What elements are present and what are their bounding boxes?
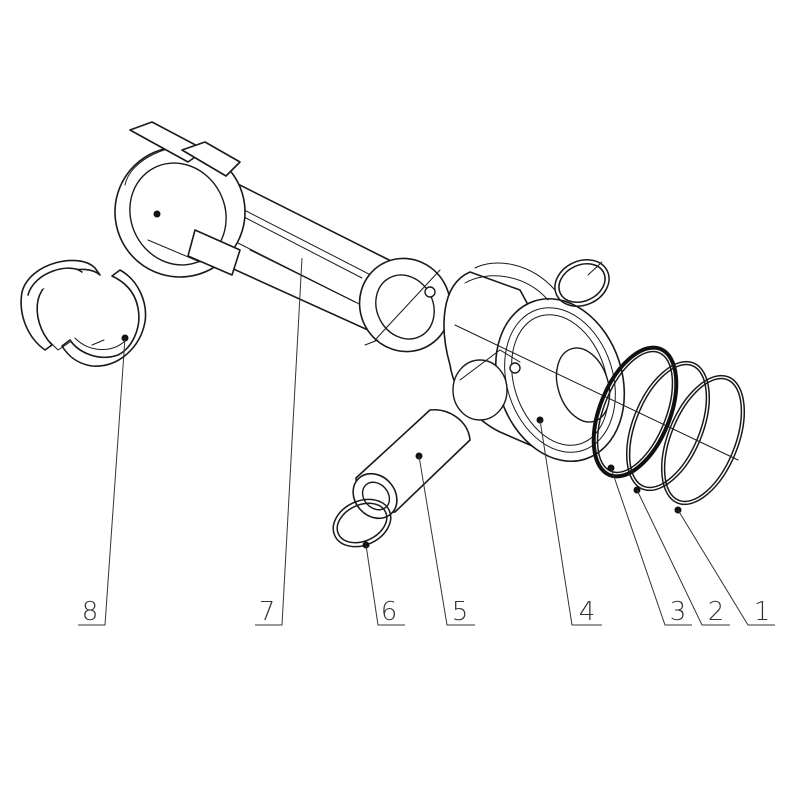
bearing-shells [20, 259, 147, 367]
connecting-rod [114, 121, 452, 353]
upper-circlip [554, 259, 610, 307]
leader-lines [78, 257, 775, 626]
callout-3: 3 [670, 597, 687, 627]
callout-6: 6 [381, 597, 398, 627]
callout-5: 5 [452, 597, 469, 627]
lower-circlip [332, 498, 392, 549]
callout-7: 7 [259, 597, 276, 627]
piston [443, 262, 739, 463]
piston-pin [352, 409, 471, 520]
callout-labels: 8 7 6 5 4 3 2 1 [82, 597, 771, 627]
callout-8: 8 [82, 597, 99, 627]
callout-4: 4 [579, 597, 596, 627]
piston-rings [591, 345, 746, 514]
callout-2: 2 [708, 597, 725, 627]
callout-1: 1 [754, 597, 771, 627]
